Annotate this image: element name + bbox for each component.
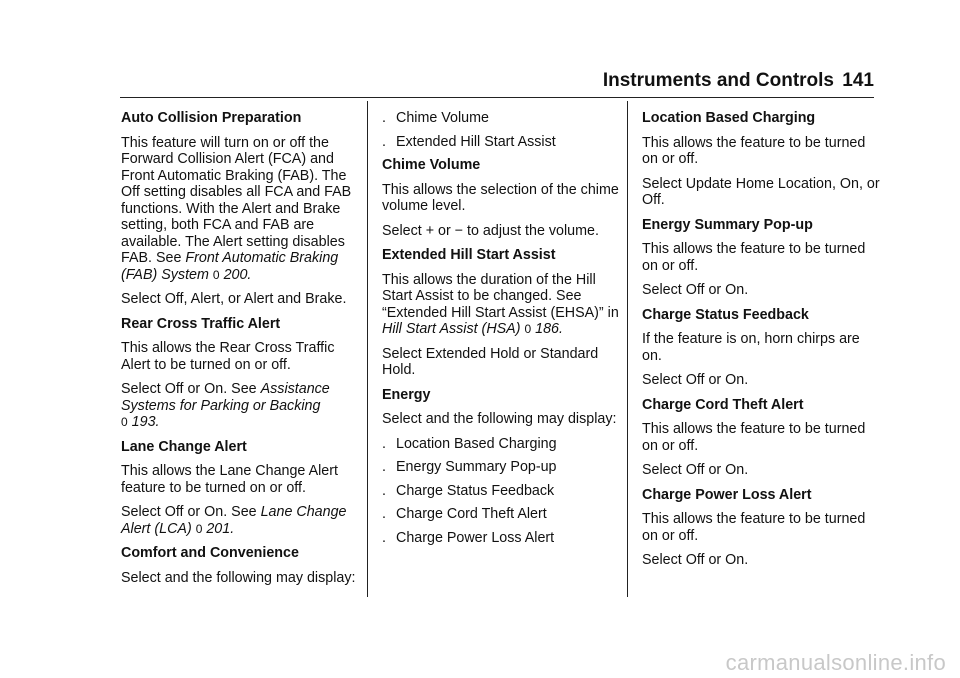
list-item: . Charge Status Feedback [382, 483, 620, 500]
paragraph: This feature will turn on or off the For… [121, 135, 359, 284]
paragraph: This allows the duration of the Hill Sta… [382, 272, 620, 338]
page-header: Instruments and Controls 141 [0, 0, 960, 100]
paragraph: Select Update Home Location, On, or Off. [642, 175, 880, 209]
paragraph: Select Off or On. [642, 462, 749, 478]
paragraph: Select Off or On. [642, 282, 749, 298]
list-item: . Charge Cord Theft Alert [382, 506, 620, 523]
paragraph: Select Off or On. See Lane Change Alert … [121, 504, 359, 537]
ref-page: 200 [223, 266, 248, 283]
paragraph: This allows the feature to be turned on … [642, 421, 866, 454]
heading-energy-summary-popup: Energy Summary Pop-up [642, 216, 813, 233]
paragraph: Select and the following may display: [382, 411, 617, 427]
list-item-label: Charge Cord Theft Alert [396, 506, 547, 522]
header-divider [120, 97, 874, 98]
ref-page: 201 [206, 520, 231, 537]
cross-reference-link[interactable]: Hill Start Assist (HSA) 0 186. [382, 321, 563, 337]
section-title: Instruments and Controls [602, 70, 834, 91]
heading-extended-hill-start-assist: Extended Hill Start Assist [382, 247, 556, 263]
page-ref-arrow-icon: 0 [121, 415, 128, 429]
list-item-label: Charge Status Feedback [396, 482, 555, 499]
paragraph: Select + or − to adjust the volume. [382, 222, 599, 239]
body-text: Select Off or On. See [121, 504, 257, 520]
body-text: This allows the duration of the Hill Sta… [382, 271, 619, 321]
heading-lane-change-alert: Lane Change Alert [121, 438, 247, 455]
paragraph: This allows the feature to be turned on … [642, 241, 866, 274]
heading-auto-collision-preparation: Auto Collision Preparation [121, 110, 302, 126]
heading-chime-volume: Chime Volume [382, 157, 481, 173]
paragraph: Select Off, Alert, or Alert and Brake. [121, 291, 347, 307]
list-item-label: Charge Power Loss Alert [396, 529, 555, 546]
ref-page: 193 [131, 414, 156, 430]
column-1: Auto Collision Preparation This feature … [121, 110, 359, 594]
page-ref-arrow-icon: 0 [524, 322, 532, 336]
page-ref-arrow-icon: 0 [212, 267, 220, 282]
ref-title: Lane Change Alert (LCA) [121, 504, 347, 537]
ref-title: Assistance Systems for Parking or Backin… [121, 381, 330, 414]
bullet-icon: . [382, 482, 386, 499]
cross-reference-link[interactable]: Lane Change Alert (LCA) 0 201. [121, 504, 347, 537]
paragraph: This allows the feature to be turned on … [642, 511, 866, 544]
paragraph: This allows the Rear Cross Traffic Alert… [121, 340, 335, 373]
list-item-label: Location Based Charging [396, 435, 557, 452]
paragraph: Select Off or On. [642, 372, 749, 388]
column-3: Location Based Charging This allows the … [642, 110, 880, 577]
paragraph: If the feature is on, horn chirps are on… [642, 331, 860, 364]
list-item: . Charge Power Loss Alert [382, 530, 620, 547]
heading-location-based-charging: Location Based Charging [642, 110, 816, 126]
heading-charge-status-feedback: Charge Status Feedback [642, 306, 809, 323]
heading-comfort-and-convenience: Comfort and Convenience [121, 545, 299, 561]
heading-energy: Energy [382, 386, 431, 403]
list-item: . Energy Summary Pop-up [382, 459, 620, 476]
bullet-icon: . [382, 133, 386, 150]
column-divider-2 [627, 101, 628, 597]
list-item: . Extended Hill Start Assist [382, 134, 620, 151]
bullet-icon: . [382, 110, 386, 126]
heading-charge-power-loss-alert: Charge Power Loss Alert [642, 486, 812, 503]
watermark-logo: carmanualsonline.info [725, 650, 946, 675]
bullet-icon: . [382, 506, 386, 522]
body-text: This feature will turn on or off the For… [121, 134, 352, 267]
cross-reference-link[interactable]: Assistance Systems for Parking or Backin… [121, 381, 330, 430]
page-ref-arrow-icon: 0 [195, 521, 203, 536]
list-item-label: Extended Hill Start Assist [396, 133, 556, 150]
paragraph: Select and the following may display: [121, 569, 356, 586]
list-item-label: Chime Volume [396, 110, 489, 126]
bullet-icon: . [382, 435, 386, 452]
paragraph: Select Off or On. See Assistance Systems… [121, 381, 359, 431]
bullet-icon: . [382, 529, 386, 546]
body-text: Select Off or On. See [121, 381, 257, 397]
paragraph: Select Extended Hold or Standard Hold. [382, 345, 599, 379]
ref-page: 186 [535, 321, 559, 337]
ref-title: Front Automatic Braking (FAB) System [121, 250, 339, 283]
list-item: . Chime Volume [382, 110, 620, 127]
paragraph: This allows the feature to be turned on … [642, 134, 866, 168]
heading-rear-cross-traffic-alert: Rear Cross Traffic Alert [121, 315, 281, 332]
column-2: . Chime Volume . Extended Hill Start Assis… [382, 110, 620, 553]
paragraph: This allows the selection of the chime v… [382, 181, 619, 215]
column-divider-1 [367, 101, 368, 597]
heading-charge-cord-theft-alert: Charge Cord Theft Alert [642, 396, 804, 413]
list-item: . Location Based Charging [382, 436, 620, 453]
page-number: 141 [842, 70, 874, 91]
ref-title: Hill Start Assist (HSA) [382, 321, 521, 337]
list-item-label: Energy Summary Pop-up [396, 459, 557, 475]
bullet-icon: . [382, 459, 386, 475]
paragraph: This allows the Lane Change Alert featur… [121, 463, 338, 496]
cross-reference-link[interactable]: Front Automatic Braking (FAB) System 0 2… [121, 250, 339, 283]
paragraph: Select Off or On. [642, 552, 749, 568]
